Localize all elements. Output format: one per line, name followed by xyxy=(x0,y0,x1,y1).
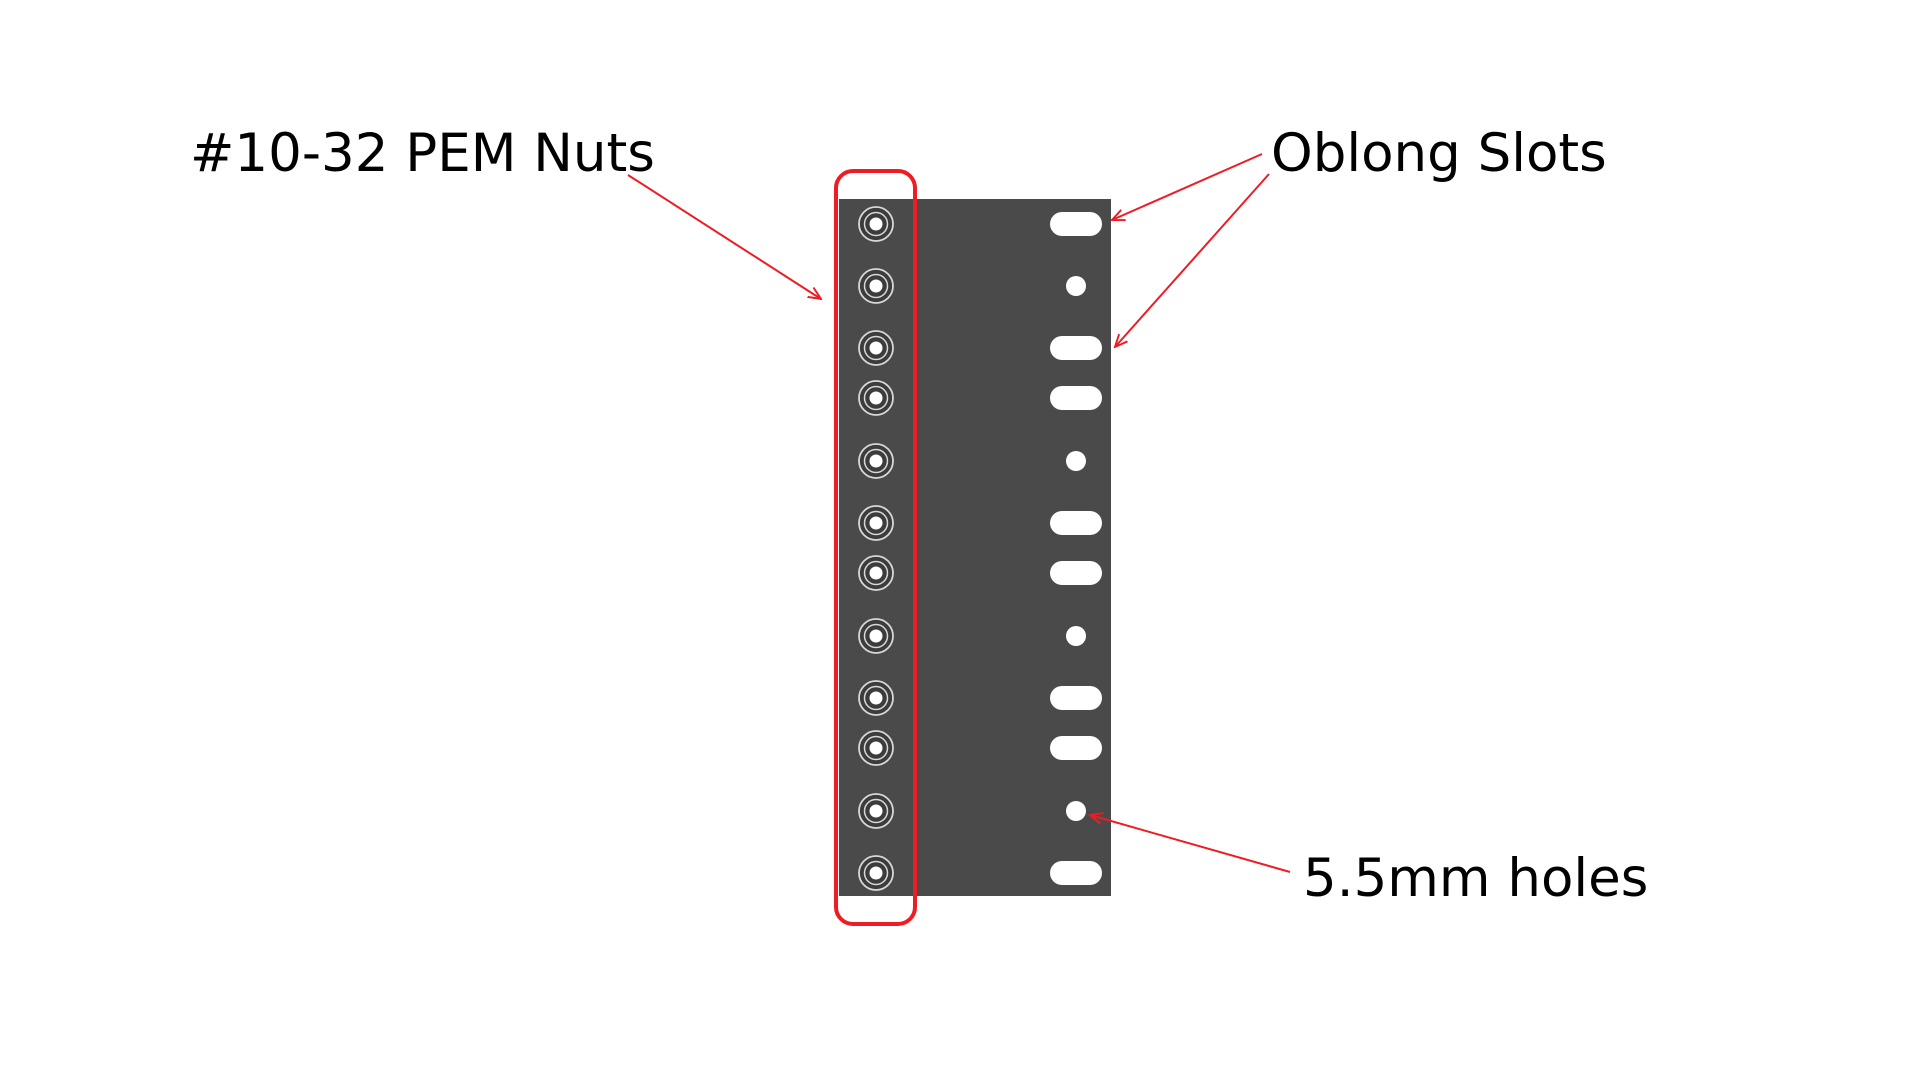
pem-nut-highlight xyxy=(834,169,917,926)
pem-nut-icon xyxy=(858,268,894,304)
oblong-slot xyxy=(1050,861,1102,885)
oblong-slot xyxy=(1050,686,1102,710)
pem-nuts-leader-line xyxy=(627,174,821,299)
pem-nut-icon xyxy=(858,618,894,654)
holes-label: 5.5mm holes xyxy=(1303,848,1648,909)
oblong-slot xyxy=(1050,511,1102,535)
pem-nut-icon xyxy=(858,443,894,479)
pem-nut-icon xyxy=(858,555,894,591)
pem-nut-icon xyxy=(858,505,894,541)
oblong-slot xyxy=(1050,736,1102,760)
round-hole xyxy=(1066,801,1086,821)
round-hole xyxy=(1066,626,1086,646)
pem-nut-icon xyxy=(858,330,894,366)
pem-nut-icon xyxy=(858,380,894,416)
pem-nut-icon xyxy=(858,680,894,716)
round-hole xyxy=(1066,276,1086,296)
oblong-slots-leader-line-bottom xyxy=(1115,173,1270,347)
round-hole xyxy=(1066,451,1086,471)
oblong-slot xyxy=(1050,561,1102,585)
holes-leader-line xyxy=(1090,815,1291,873)
oblong-slot xyxy=(1050,386,1102,410)
pem-nut-icon xyxy=(858,730,894,766)
oblong-slots-leader-line-top xyxy=(1112,153,1263,220)
pem-nut-icon xyxy=(858,206,894,242)
oblong-slot xyxy=(1050,212,1102,236)
pem-nut-column xyxy=(858,206,894,891)
oblong-slots-label: Oblong Slots xyxy=(1271,123,1607,184)
bracket-plate xyxy=(839,199,1111,896)
pem-nut-icon xyxy=(858,793,894,829)
slot-hole-column xyxy=(1050,212,1102,885)
pem-nuts-label: #10-32 PEM Nuts xyxy=(190,123,655,184)
pem-nut-icon xyxy=(858,855,894,891)
oblong-slot xyxy=(1050,336,1102,360)
